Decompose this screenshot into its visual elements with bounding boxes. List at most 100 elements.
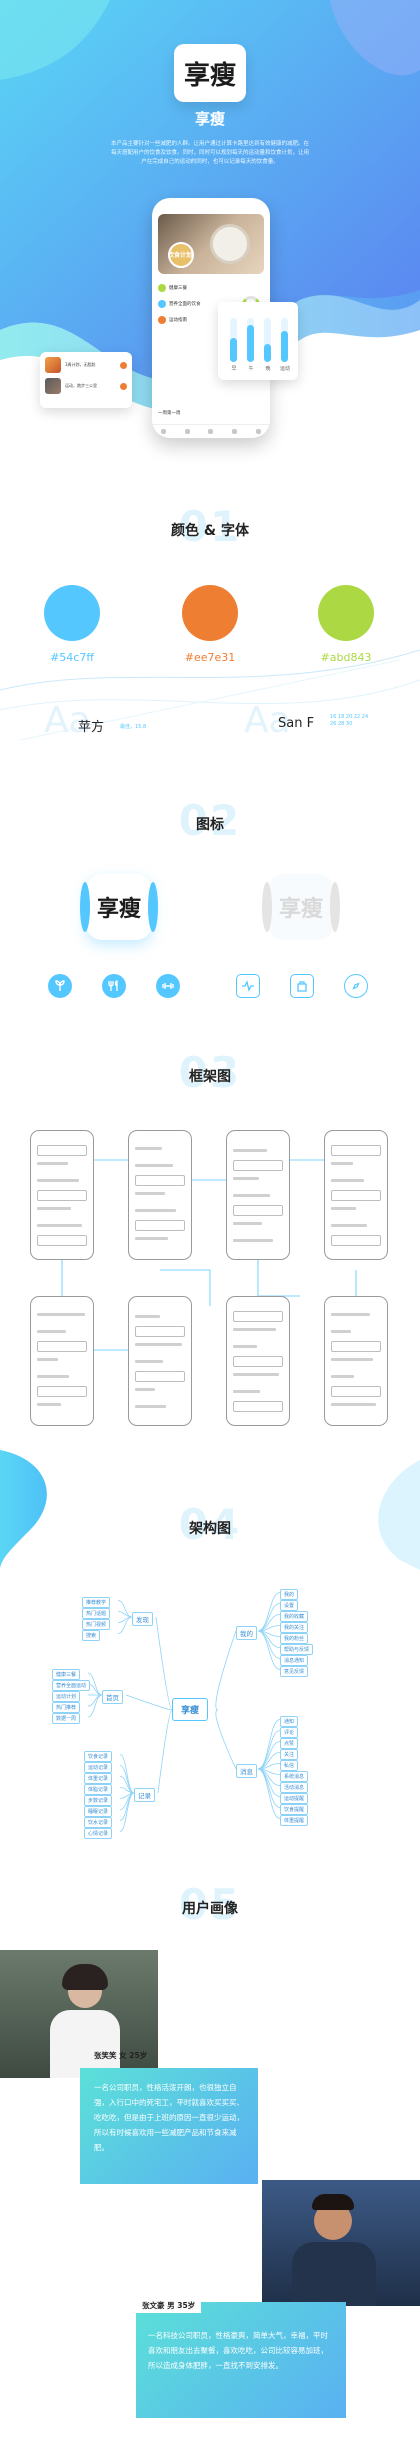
wireframe-line [37,1403,61,1406]
wireframe-line [331,1375,354,1378]
plan-item[interactable]: 运动，跑步三公里 [45,378,127,394]
persona-desc: 一名科技公司职员，性格豪爽，简单大气，幸福，平时喜欢和朋友出去聚餐，喜欢吃吃，公… [148,2331,328,2370]
section-title: 颜色 & 字体 [171,523,249,539]
wireframe-block [233,1205,283,1216]
wireframe-block [135,1371,185,1382]
wireframe-line [37,1207,71,1210]
discover-tab-icon[interactable] [184,429,190,434]
mindmap-leaf: 饮食记录 [84,1750,113,1762]
hex-orange: #ee7e31 [184,651,236,664]
wireframe-block [135,1220,185,1231]
hex-blue: #54c7ff [50,651,94,664]
stat-bar-track [247,318,254,362]
mindmap-leaf: 活动消息 [280,1781,309,1793]
hair-shape [312,2194,354,2210]
font-sub-cn: 最佳，15.8 [120,724,147,730]
persona-name: 张笑笑 女 25岁 [94,2051,148,2060]
wireframe-line [233,1345,257,1348]
bag-icon [290,974,314,998]
wireframe-screen [128,1130,192,1260]
mindmap-leaf: 饮食提醒 [280,1803,309,1815]
wireframe-line [37,1330,66,1333]
wireframe-screen [226,1296,290,1426]
swatch-orange [182,585,238,641]
wireframe-block [135,1175,185,1186]
section-title: 用户画像 [182,1901,238,1917]
wireframe-line [233,1177,259,1180]
compass-icon [344,974,368,998]
stat-label: 早 [231,366,237,372]
home-tab-icon[interactable] [161,429,167,434]
stat-label: 午 [248,366,254,372]
wireframe-screen [30,1130,94,1260]
app-icon-mono: 享瘦 [262,874,340,940]
section-number: 02 [178,796,242,845]
phone-row[interactable]: 运动指南 [158,316,187,324]
mindmap-leaf: 睡眠记录 [84,1805,113,1817]
wireframe-line [135,1209,176,1212]
wireframe-line [37,1179,79,1182]
shirt-shape [292,2242,376,2306]
font-sub-en: 16 18 20 22 24 26 28 30 [330,714,369,727]
phone-row[interactable]: 营养全面的饮食 [158,300,201,308]
dumbbell-icon [156,974,180,998]
mindmap-leaf: 系统消息 [280,1770,309,1782]
mindmap-leaf: 意见反馈 [280,1665,309,1677]
wireframe-screen [30,1296,94,1426]
wireframe-block [135,1326,185,1337]
mindmap-leaf: 我的收藏 [280,1610,309,1622]
mindmap-leaf: 评论 [280,1726,299,1738]
message-tab-icon[interactable] [232,429,238,434]
dot-icon [158,284,166,292]
plan-item[interactable]: 3周计划，无脂肪 [45,357,127,373]
stats-card: 早午晚运动 [218,302,298,380]
stat-label: 运动 [279,366,290,372]
mindmap-leaf: 体重提醒 [280,1814,309,1826]
app-icon-text: 享瘦 [96,896,141,922]
mindmap-leaf: 体脂记录 [84,1783,113,1795]
mindmap-leaf: 营养全面运动 [52,1680,91,1691]
mindmap-leaf: 我的 [280,1588,299,1600]
mindmap-leaf: 帮助与反馈 [280,1643,314,1655]
section-title: 框架图 [189,1069,231,1085]
swatch-green [318,585,374,641]
wireframe-line [331,1224,367,1227]
mindmap-leaf: 数据一周 [52,1713,81,1724]
shirt-shape [50,2010,120,2078]
app-name: 享瘦 [194,110,225,128]
wireframe-line [233,1328,276,1331]
wireframe-line [331,1313,370,1316]
wireframe-line [135,1164,173,1167]
wireframe-block [233,1160,283,1171]
wireframe-line [331,1207,356,1210]
wireframe-line [135,1315,160,1318]
mindmap-branch: 首页 [102,1690,123,1704]
run-thumb [45,378,61,394]
wireframe-block [37,1190,87,1201]
section-title: 图标 [196,817,224,833]
font-name-en: San F [278,716,315,731]
mindmap-leaf: 体重记录 [84,1772,113,1784]
logo-text: 享瘦 [183,60,236,91]
plan-item-text: 运动，跑步三公里 [65,383,97,388]
mindmap-leaf: 饮水记录 [84,1816,113,1828]
mindmap-leaf: 运动计划 [52,1691,81,1702]
phone-row[interactable]: 健康三餐 [158,284,187,292]
wireframe-block [331,1386,381,1397]
food-photo: 饮食计划 [158,214,264,274]
plate-shape [210,224,250,264]
phone-tab-label: 一周第一周 [158,410,181,416]
mindmap-branch: 我的 [236,1626,257,1640]
decor-lines [0,649,420,741]
mindmap-leaf: 运动记录 [84,1761,113,1773]
mindmap-leaf: 步数记录 [84,1794,113,1806]
wireframe-line [37,1224,82,1227]
record-tab-icon[interactable] [208,429,214,434]
font-sample-cn: Aa [44,700,91,741]
wireframe-block [37,1235,87,1246]
mindmap-leaf: 消息通知 [280,1654,309,1666]
wireframe-line [233,1194,270,1197]
me-tab-icon[interactable] [255,429,261,434]
section-number: 05 [178,1880,242,1929]
mindmap-branch: 发现 [132,1612,153,1626]
